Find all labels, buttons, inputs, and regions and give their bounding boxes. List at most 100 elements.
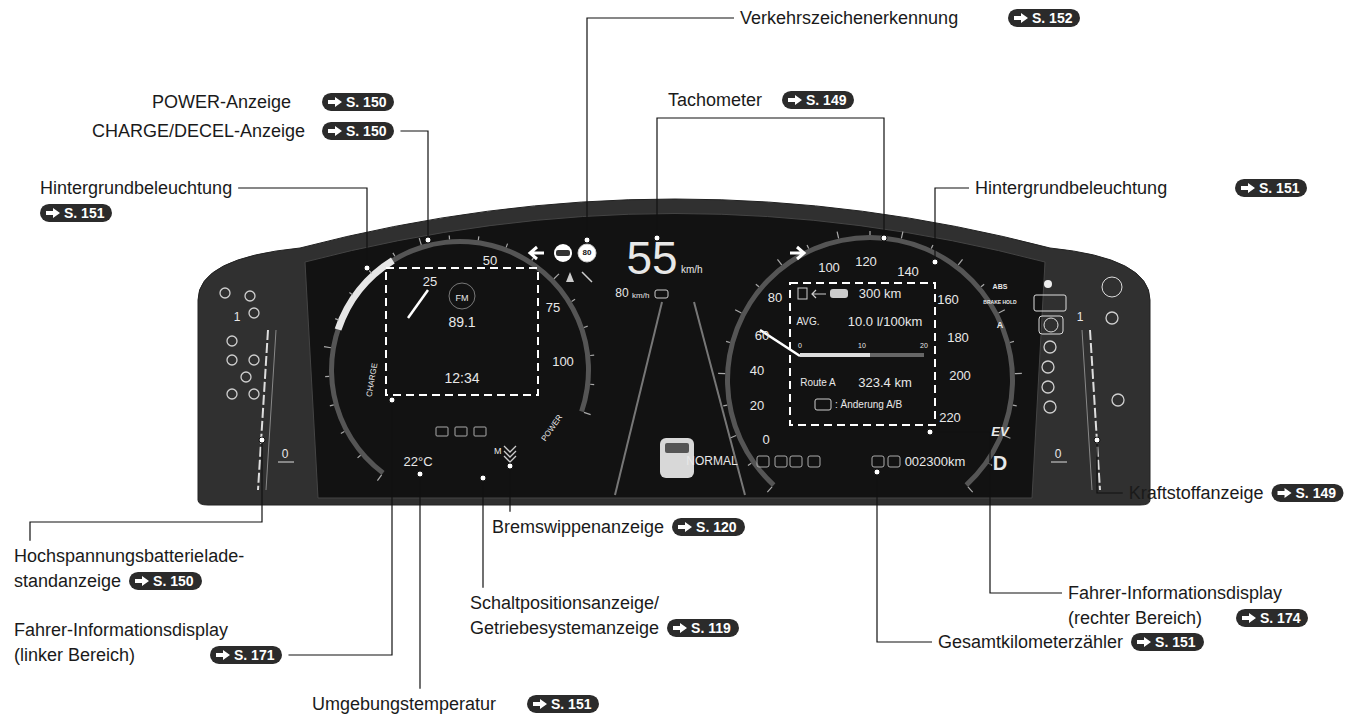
status-icon (872, 456, 884, 467)
arrow-glyph (533, 699, 547, 709)
leader-bracket (657, 118, 884, 238)
page-ref-arrow (327, 125, 343, 137)
arrow-glyph (788, 95, 802, 105)
leader-line (419, 474, 420, 689)
gauge-number: 25 (423, 275, 437, 290)
warning-icon (1044, 341, 1056, 353)
callout-label: Verkehrszeichenerkennung (740, 8, 958, 29)
page-ref: S. 151 (1235, 179, 1307, 197)
page-ref-arrow (532, 698, 548, 710)
speed-sign-value: 80 (583, 248, 592, 257)
warning-icon (249, 355, 259, 365)
arrow-glyph (1014, 13, 1028, 23)
page-ref-arrow (1136, 636, 1152, 648)
abs-icon (1102, 277, 1122, 297)
page-ref-arrow (677, 521, 693, 533)
pod-gauge-line (258, 330, 268, 490)
pod-gauge-line (1082, 330, 1092, 490)
page-ref: S. 171 (210, 646, 282, 664)
callout-label: POWER-Anzeige (152, 92, 291, 113)
temperature: 22°C (403, 455, 432, 470)
callout-label: (rechter Bereich) (1068, 608, 1202, 629)
gauge-number: 100 (552, 355, 574, 370)
page-ref: S. 151 (40, 204, 112, 222)
callout-label: Hintergrundbeleuchtung (40, 178, 232, 199)
callout-label: CHARGE/DECEL-Anzeige (92, 121, 305, 142)
speed-gauge-ring (725, 235, 1015, 487)
gauge-number: 40 (750, 364, 764, 379)
warning-icon (1042, 381, 1054, 393)
warning-icon-text: ABS (993, 283, 1008, 291)
display-text: 10.0 l/100km (848, 315, 922, 330)
gauge-number: 80 (768, 291, 782, 306)
arrow-glyph (328, 126, 342, 136)
gauge-number: 160 (937, 293, 959, 308)
callout-label: Tachometer (668, 90, 762, 111)
status-icon (436, 427, 448, 436)
callout-label: Bremswippenanzeige (492, 517, 664, 538)
status-icon (775, 456, 787, 467)
callout-label: (linker Bereich) (14, 645, 135, 666)
turn-arrow (530, 247, 544, 259)
display-text: : Änderung A/B (835, 399, 902, 411)
status-icon (790, 456, 802, 467)
gauge-number: 100 (818, 261, 840, 276)
leader-marker (507, 463, 513, 469)
warning-icon (249, 308, 259, 318)
leader-lines (30, 18, 1123, 689)
page-ref: S. 150 (129, 572, 201, 590)
arrow-glyph (1278, 488, 1292, 498)
power-arc (335, 257, 395, 330)
callout-label: Fahrer-Informationsdisplay (1068, 583, 1282, 604)
callout-label: Fahrer-Informationsdisplay (14, 620, 228, 641)
leader-marker (932, 259, 938, 265)
arrow-glyph (678, 522, 692, 532)
leader-marker (927, 429, 933, 435)
warning-icon (1044, 401, 1056, 413)
warning-icon (1112, 394, 1124, 406)
turn-arrow (790, 247, 804, 259)
leader-line (482, 478, 483, 588)
display-text: 12:34 (444, 370, 479, 386)
warning-icon (245, 291, 255, 301)
scale-number: 0 (798, 342, 802, 350)
display-text: 300 km (859, 287, 902, 302)
leader-marker (480, 475, 486, 481)
screen (305, 214, 1045, 499)
status-icon (455, 427, 467, 436)
callout-label: Gesamtkilometerzähler (938, 632, 1123, 653)
gauge-ticks (324, 231, 1022, 492)
shift-position: D (993, 452, 1007, 475)
auto-stop-icon (1039, 316, 1063, 334)
brake-hold-icon (1034, 295, 1066, 311)
leader-marker (584, 237, 590, 243)
gauge-number: 20 (750, 399, 764, 414)
gauge-number: 120 (855, 255, 877, 270)
gauge-number: 140 (897, 265, 919, 280)
callout-label: Hintergrundbeleuchtung (975, 178, 1167, 199)
page-ref: S. 152 (1008, 9, 1080, 27)
leader-line (30, 440, 262, 541)
leader-marker (425, 237, 431, 243)
mode-indicator: EV (991, 425, 1008, 440)
auto-stop-ring (1044, 318, 1058, 332)
leader-marker (389, 397, 395, 403)
leader-line (400, 131, 428, 240)
page-ref-arrow (787, 94, 803, 106)
leader-marker (874, 469, 880, 475)
warning-icon (227, 355, 237, 365)
callout-label: standanzeige (14, 571, 121, 592)
page-ref: S. 119 (667, 619, 739, 637)
leader-line (935, 188, 969, 262)
range-arrow (812, 290, 826, 298)
scale-underline (1051, 462, 1067, 463)
display-text: km/h (632, 291, 649, 300)
car-icon (830, 289, 848, 298)
display-text: 323.4 km (858, 376, 911, 391)
leader-line (587, 18, 734, 240)
page-ref-arrow (215, 649, 231, 661)
page-ref-arrow (1241, 612, 1257, 624)
callout-label: Kraftstoffanzeige (1129, 483, 1264, 504)
warning-icon-text: BRAKE HOLD (983, 300, 1016, 306)
page-ref-arrow (45, 207, 61, 219)
